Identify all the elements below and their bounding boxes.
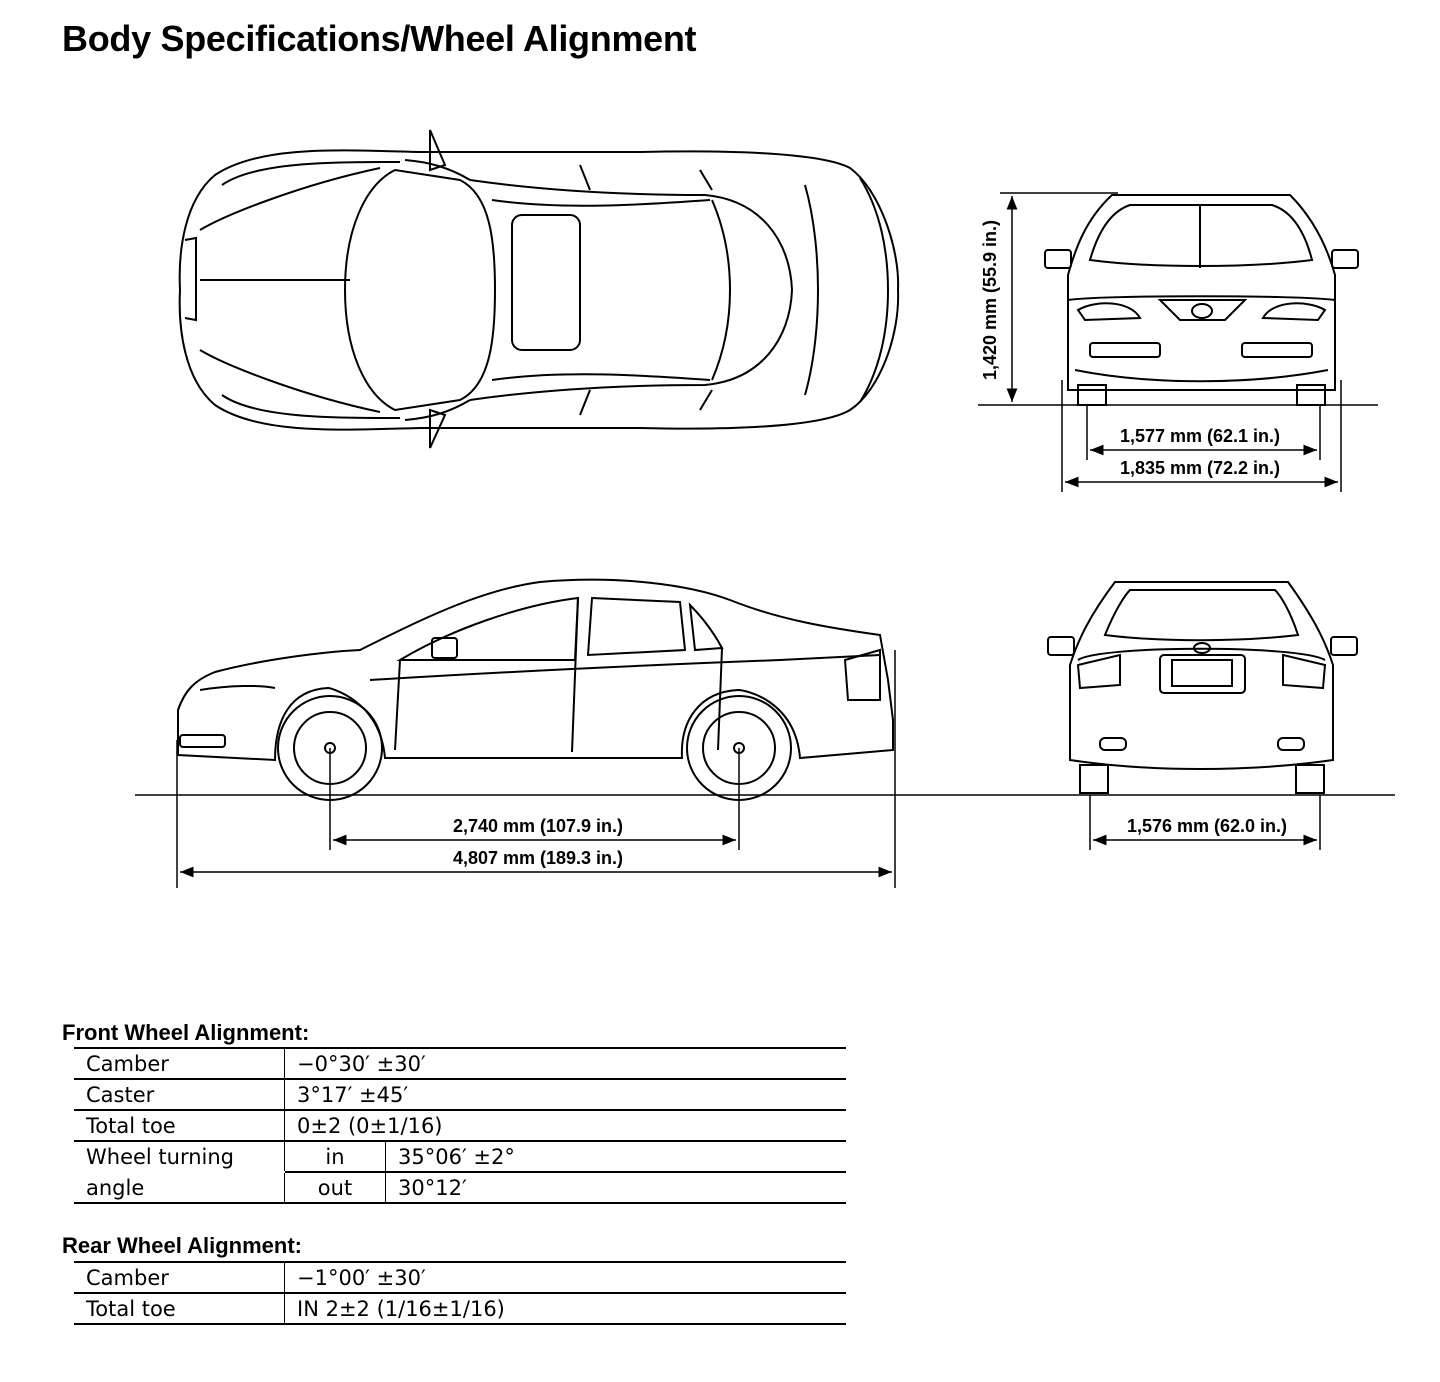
height-label: 1,420 mm (55.9 in.) <box>980 220 1000 380</box>
width-label: 1,835 mm (72.2 in.) <box>1120 458 1280 478</box>
turning-label-line2: angle <box>86 1175 145 1200</box>
car-rear-view <box>1047 581 1358 794</box>
car-side-view <box>177 578 894 801</box>
table-row: Camber −1°00′ ±30′ <box>74 1262 846 1293</box>
rear-alignment-table: Camber −1°00′ ±30′ Total toe IN 2±2 (1/1… <box>74 1261 846 1325</box>
front-alignment-table: Camber −0°30′ ±30′ Caster 3°17′ ±45′ Tot… <box>74 1047 846 1204</box>
table-row: angle out 30°12′ <box>74 1172 846 1203</box>
rear-toe-value: IN 2±2 (1/16±1/16) <box>284 1293 846 1324</box>
table-row: Camber −0°30′ ±30′ <box>74 1048 846 1079</box>
table-row: Wheel turning in 35°06′ ±2° <box>74 1141 846 1173</box>
turning-out-value: 30°12′ <box>385 1172 846 1203</box>
camber-value: −0°30′ ±30′ <box>284 1048 846 1079</box>
toe-label: Total toe <box>86 1113 176 1138</box>
turning-out-label: out <box>284 1172 386 1203</box>
turning-label-line1: Wheel turning <box>74 1141 285 1173</box>
car-front-view <box>1044 194 1359 406</box>
dimension-lines <box>135 192 1395 888</box>
front-alignment-title: Front Wheel Alignment: <box>62 1020 310 1045</box>
turning-in-value: 35°06′ ±2° <box>385 1141 846 1172</box>
rear-track-label: 1,576 mm (62.0 in.) <box>1127 816 1287 836</box>
toe-value: 0±2 (0±1/16) <box>284 1110 846 1141</box>
wheelbase-label: 2,740 mm (107.9 in.) <box>453 816 623 836</box>
page-title: Body Specifications/Wheel Alignment <box>62 18 697 59</box>
vehicle-diagram: 1,420 mm (55.9 in.) 1,577 mm (62.1 in.) … <box>135 129 1395 888</box>
table-row: Total toe 0±2 (0±1/16) <box>74 1110 846 1141</box>
rear-alignment-title: Rear Wheel Alignment: <box>62 1233 302 1258</box>
camber-label: Camber <box>86 1051 169 1076</box>
rear-camber-value: −1°00′ ±30′ <box>284 1262 846 1293</box>
rear-toe-label: Total toe <box>86 1296 176 1321</box>
caster-label: Caster <box>86 1082 155 1107</box>
caster-value: 3°17′ ±45′ <box>284 1079 846 1110</box>
car-top-view <box>178 129 900 449</box>
length-label: 4,807 mm (189.3 in.) <box>453 848 623 868</box>
table-row: Total toe IN 2±2 (1/16±1/16) <box>74 1293 846 1324</box>
front-track-label: 1,577 mm (62.1 in.) <box>1120 426 1280 446</box>
turning-in-label: in <box>284 1141 386 1172</box>
rear-camber-label: Camber <box>86 1265 169 1290</box>
table-row: Caster 3°17′ ±45′ <box>74 1079 846 1110</box>
